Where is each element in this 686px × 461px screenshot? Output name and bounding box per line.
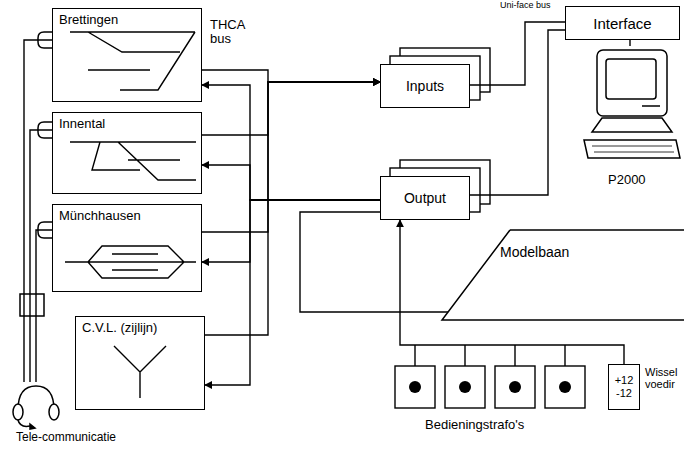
bus-connector <box>629 40 630 46</box>
bus-connector <box>24 40 52 382</box>
node-label: P2000 <box>582 172 646 187</box>
icon-part <box>597 50 667 116</box>
control-transformer <box>495 366 535 408</box>
icon-part <box>30 424 35 429</box>
annotation-label: Uni-face bus <box>500 1 551 11</box>
bus-connector <box>300 212 448 312</box>
track-plan <box>114 346 166 398</box>
icon-part <box>49 404 59 420</box>
icon-part <box>584 50 680 158</box>
icon-part <box>13 404 23 420</box>
node-label: Output <box>404 190 446 206</box>
output-card: Output <box>380 176 470 220</box>
bus-connector <box>202 82 380 135</box>
annotation-label: Bedieningstrafo's <box>425 418 524 432</box>
icon-part <box>592 146 674 152</box>
bus-connector <box>202 200 380 262</box>
control-panel: C.V.L. (zijlijn) <box>75 316 205 410</box>
node-label: Brettingen <box>59 12 195 27</box>
icon-part <box>13 386 59 429</box>
bus-connector <box>202 165 380 200</box>
node-label: Interface <box>593 15 651 32</box>
node-label: Tele-communicatie <box>10 430 116 444</box>
icon-part <box>18 420 30 426</box>
control-panel: Innental <box>52 112 202 194</box>
control-transformer <box>415 345 565 366</box>
control-transformer <box>559 381 571 393</box>
computer-icon <box>582 46 682 166</box>
bus-connector <box>400 220 624 364</box>
headset-icon <box>10 382 70 430</box>
bus-connector <box>470 30 565 195</box>
node-label: +12 -12 <box>611 374 637 399</box>
control-transformer <box>545 366 585 408</box>
control-transformer <box>509 381 521 393</box>
control-transformer <box>395 366 585 408</box>
icon-part <box>584 140 680 158</box>
interface-box: Interface <box>565 6 680 40</box>
control-panel: Brettingen <box>52 8 202 102</box>
node-label: Münchhausen <box>59 208 195 223</box>
track-plan <box>65 246 196 278</box>
computer: P2000 <box>582 46 682 196</box>
layout-area: Modelbaan <box>440 228 684 322</box>
node-label: Inputs <box>406 78 444 94</box>
control-transformer <box>409 381 571 393</box>
bus-connector <box>202 82 380 232</box>
icon-part <box>642 105 660 107</box>
annotation-label: THCA bus <box>210 18 252 47</box>
control-transformer <box>459 381 471 393</box>
annotation-label: Wissel voedir <box>645 366 681 390</box>
supply-box: +12 -12 <box>608 364 640 410</box>
layout-outline <box>440 228 684 322</box>
bus-connector <box>470 22 565 85</box>
control-transformer <box>395 345 585 408</box>
track-plan <box>70 142 196 180</box>
control-panel: Münchhausen <box>52 204 202 292</box>
bus-connector <box>36 230 52 382</box>
track-plan <box>70 32 195 90</box>
control-transformer <box>409 381 421 393</box>
node-label: Innental <box>59 116 195 131</box>
icon-part <box>592 118 672 132</box>
node-label: Modelbaan <box>500 244 569 260</box>
bus-connector <box>205 200 380 385</box>
control-transformer <box>395 366 435 408</box>
input-card: Inputs <box>380 64 470 108</box>
bus-connector <box>202 70 380 82</box>
headset: Tele-communicatie <box>10 382 140 456</box>
icon-part <box>606 59 656 99</box>
bus-connector <box>205 82 380 335</box>
icon-part <box>18 386 54 410</box>
icon-part <box>442 230 684 320</box>
control-transformer <box>445 366 485 408</box>
bus-connector <box>202 85 380 200</box>
bus-connector <box>30 130 52 382</box>
node-label: C.V.L. (zijlijn) <box>82 320 198 335</box>
